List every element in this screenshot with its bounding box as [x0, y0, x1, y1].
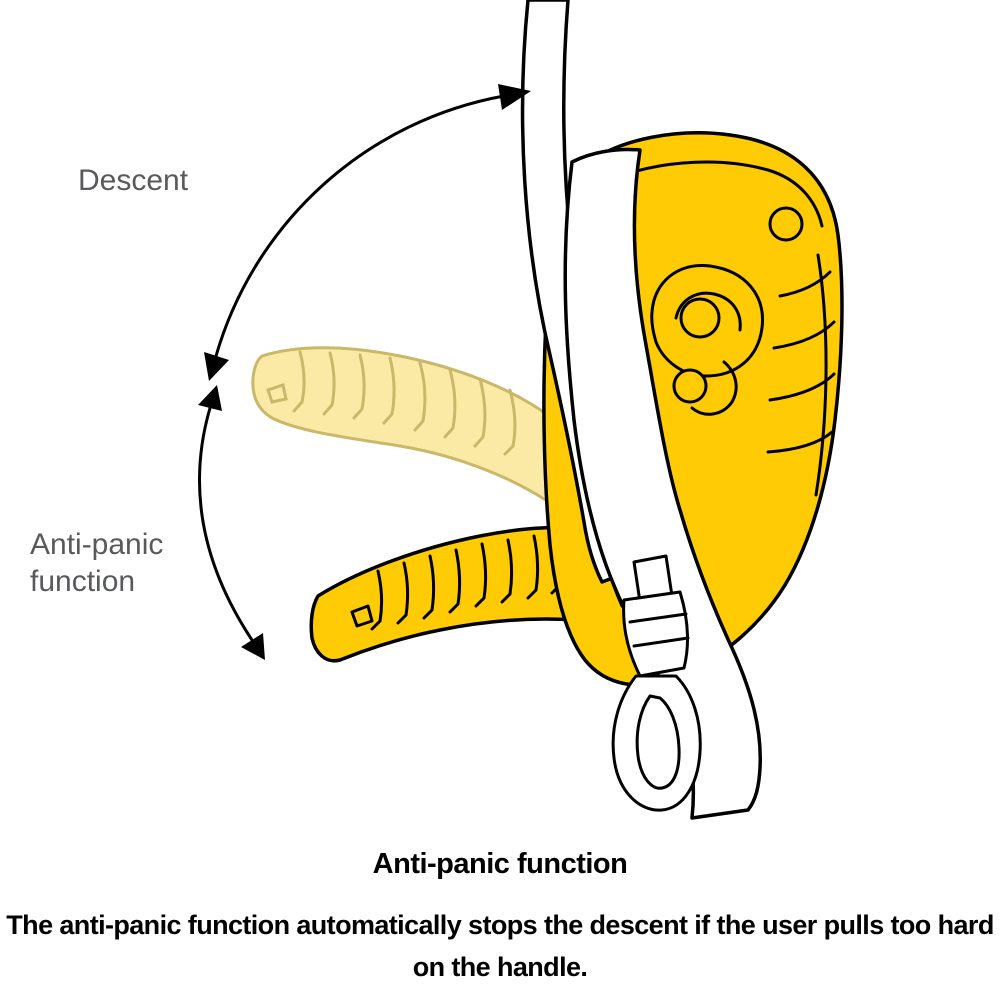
- side-plate-ribs: [766, 270, 836, 454]
- anti-panic-label-line2: function: [30, 565, 136, 598]
- carabiner: [611, 554, 702, 812]
- rivet-hole: [768, 206, 804, 242]
- anti-panic-arrow-head-bottom: [241, 633, 265, 660]
- anti-panic-handle: [309, 525, 622, 663]
- descent-arrow-head-bottom: [204, 352, 229, 381]
- cam-axle: [679, 297, 721, 339]
- anti-panic-arrow-head-top: [198, 385, 222, 411]
- descent-arrow-icon: [204, 84, 531, 381]
- descent-handle-ghost: [251, 346, 562, 512]
- descender-illustration: [197, 0, 844, 820]
- anti-panic-label: Anti-panic function: [30, 526, 163, 600]
- ghost-handle-grip-ridges: [292, 350, 517, 456]
- cam-rivet: [672, 368, 708, 404]
- caption: Anti-panic function The anti-panic funct…: [0, 848, 1000, 989]
- anti-panic-arrow-icon: [197, 385, 265, 660]
- caption-title: Anti-panic function: [372, 848, 628, 880]
- handle-tip-notch: [350, 604, 374, 628]
- descent-arrow-head-top: [498, 84, 531, 110]
- anti-panic-label-line1: Anti-panic: [30, 528, 164, 561]
- illustration: Descent Anti-panic function: [30, 0, 844, 820]
- rope-free-end: [563, 147, 763, 820]
- caption-body: The anti-panic function automatically st…: [6, 910, 994, 982]
- ghost-handle-tip-notch: [266, 383, 288, 404]
- descent-label: Descent: [78, 164, 189, 197]
